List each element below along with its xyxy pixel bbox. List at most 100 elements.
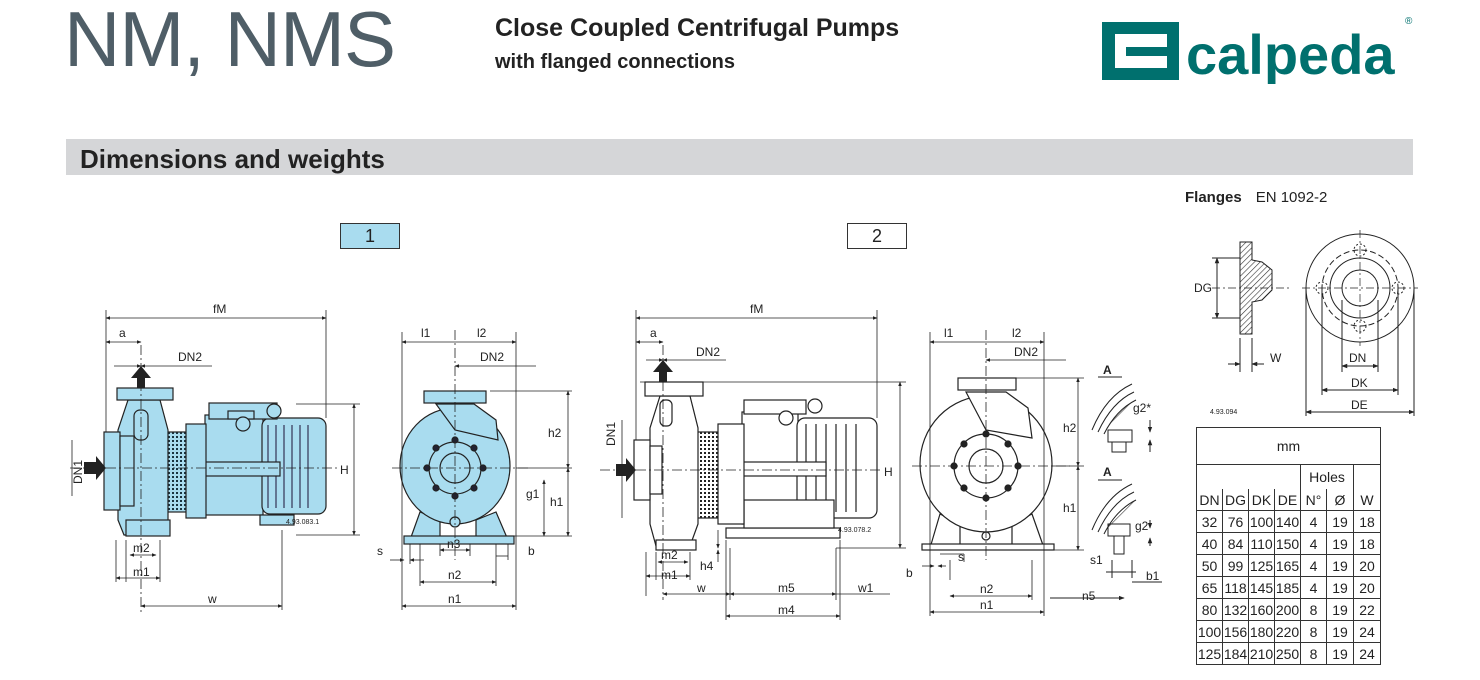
dim-label: b bbox=[906, 566, 913, 580]
flanges-label-text: Flanges bbox=[1185, 189, 1242, 206]
dim-label: m5 bbox=[778, 581, 795, 595]
dim-label: DE bbox=[1351, 398, 1368, 412]
table-cell: 8 bbox=[1300, 598, 1327, 621]
dim-label: n5 bbox=[1082, 589, 1096, 603]
dim-label: g1 bbox=[526, 487, 540, 501]
table-cell: 8 bbox=[1300, 620, 1327, 643]
table-blank-header bbox=[1353, 464, 1381, 489]
dim-label: DN2 bbox=[696, 345, 720, 359]
dim-label: h2 bbox=[548, 426, 562, 440]
fig1-front-dimensions bbox=[390, 332, 572, 610]
table-cell: 160 bbox=[1248, 598, 1275, 621]
table-cell: 140 bbox=[1274, 510, 1301, 533]
dim-label: n2 bbox=[980, 582, 994, 596]
calpeda-logo: calpeda ® bbox=[1102, 16, 1413, 84]
table-cell: 24 bbox=[1353, 642, 1381, 665]
dim-label: DN1 bbox=[71, 460, 85, 484]
dim-label: m2 bbox=[661, 548, 678, 562]
table-cell: 250 bbox=[1274, 642, 1301, 665]
table-cell: 76 bbox=[1222, 510, 1249, 533]
table-cell: 40 bbox=[1196, 532, 1223, 555]
fig2-foot-labels: A A g2* g2 s1 b1 n5 bbox=[1082, 363, 1160, 603]
dim-label: m2 bbox=[133, 541, 150, 555]
section-title: Dimensions and weights bbox=[80, 144, 385, 174]
logo-wordmark: calpeda bbox=[1186, 23, 1395, 84]
dim-label: n3 bbox=[447, 537, 461, 551]
flange-front-drawing bbox=[1302, 230, 1418, 416]
fig2-side-labels: fM a DN2 H DN1 m2 m1 h4 w m5 w1 m4 4.93.… bbox=[604, 302, 893, 617]
table-cell: 19 bbox=[1326, 554, 1354, 577]
fig1-side-dimensions bbox=[71, 310, 360, 610]
fig2-front-dimensions bbox=[922, 332, 1084, 616]
table-cell: 24 bbox=[1353, 620, 1381, 643]
dim-label: DN bbox=[1349, 351, 1366, 365]
table-column-header: DN bbox=[1196, 489, 1223, 511]
dim-label: W bbox=[1270, 351, 1282, 365]
dim-label: m1 bbox=[133, 565, 150, 579]
table-cell: 150 bbox=[1274, 532, 1301, 555]
table-cell: 8 bbox=[1300, 642, 1327, 665]
table-cell: 99 bbox=[1222, 554, 1249, 577]
table-cell: 65 bbox=[1196, 576, 1223, 599]
dim-label: H bbox=[884, 465, 893, 479]
section-bar bbox=[66, 139, 1413, 175]
dim-label: fM bbox=[750, 302, 763, 316]
table-cell: 4 bbox=[1300, 510, 1327, 533]
dim-label: m4 bbox=[778, 603, 795, 617]
table-cell: 4 bbox=[1300, 576, 1327, 599]
dim-label: h2 bbox=[1063, 421, 1077, 435]
table-cell: 19 bbox=[1326, 576, 1354, 599]
table-cell: 19 bbox=[1326, 620, 1354, 643]
dim-label: s bbox=[958, 550, 964, 564]
dim-label: h1 bbox=[1063, 501, 1077, 515]
table-cell: 184 bbox=[1222, 642, 1249, 665]
figure-1-ref: 4.93.083.1 bbox=[286, 519, 319, 526]
table-cell: 50 bbox=[1196, 554, 1223, 577]
dim-label: s1 bbox=[1090, 553, 1103, 567]
dim-label: l1 bbox=[944, 326, 954, 340]
dim-label: a bbox=[650, 326, 657, 340]
table-cell: 19 bbox=[1326, 642, 1354, 665]
figure-1-label: 1 bbox=[340, 223, 400, 249]
dim-label: DK bbox=[1351, 376, 1368, 390]
dim-label: DN1 bbox=[604, 422, 618, 446]
table-cell: 84 bbox=[1222, 532, 1249, 555]
table-cell: 110 bbox=[1248, 532, 1275, 555]
dim-label: DG bbox=[1194, 281, 1212, 295]
detail-label-a: A bbox=[1103, 363, 1112, 377]
fig2-front-labels: l1 l2 DN2 h2 h1 b s n2 n1 bbox=[906, 326, 1077, 612]
dim-label: l2 bbox=[477, 326, 487, 340]
table-cell: 125 bbox=[1248, 554, 1275, 577]
dim-label: w bbox=[207, 592, 217, 606]
fig2-front-view bbox=[912, 330, 1070, 560]
table-holes-header: Holes bbox=[1300, 464, 1354, 489]
fig1-side-view bbox=[70, 345, 340, 612]
product-title: NM, NMS bbox=[64, 0, 396, 83]
table-column-header: DK bbox=[1248, 489, 1275, 511]
table-cell: 132 bbox=[1222, 598, 1249, 621]
table-cell: 145 bbox=[1248, 576, 1275, 599]
dim-label: b bbox=[528, 544, 535, 558]
dim-label: b1 bbox=[1146, 569, 1160, 583]
table-cell: 4 bbox=[1300, 532, 1327, 555]
fig1-side-labels: fM a DN2 H DN1 m2 m1 w 4.93.083.1 bbox=[71, 302, 349, 606]
table-cell: 18 bbox=[1353, 510, 1381, 533]
fig2-side-view bbox=[600, 345, 880, 600]
table-cell: 80 bbox=[1196, 598, 1223, 621]
fig2-side-dimensions bbox=[621, 310, 906, 620]
dim-label: a bbox=[119, 326, 126, 340]
detail-label-a: A bbox=[1103, 465, 1112, 479]
table-cell: 125 bbox=[1196, 642, 1223, 665]
table-cell: 19 bbox=[1326, 532, 1354, 555]
subtitle-line1: Close Coupled Centrifugal Pumps bbox=[495, 14, 900, 42]
table-cell: 20 bbox=[1353, 554, 1381, 577]
table-cell: 156 bbox=[1222, 620, 1249, 643]
table-cell: 100 bbox=[1248, 510, 1275, 533]
